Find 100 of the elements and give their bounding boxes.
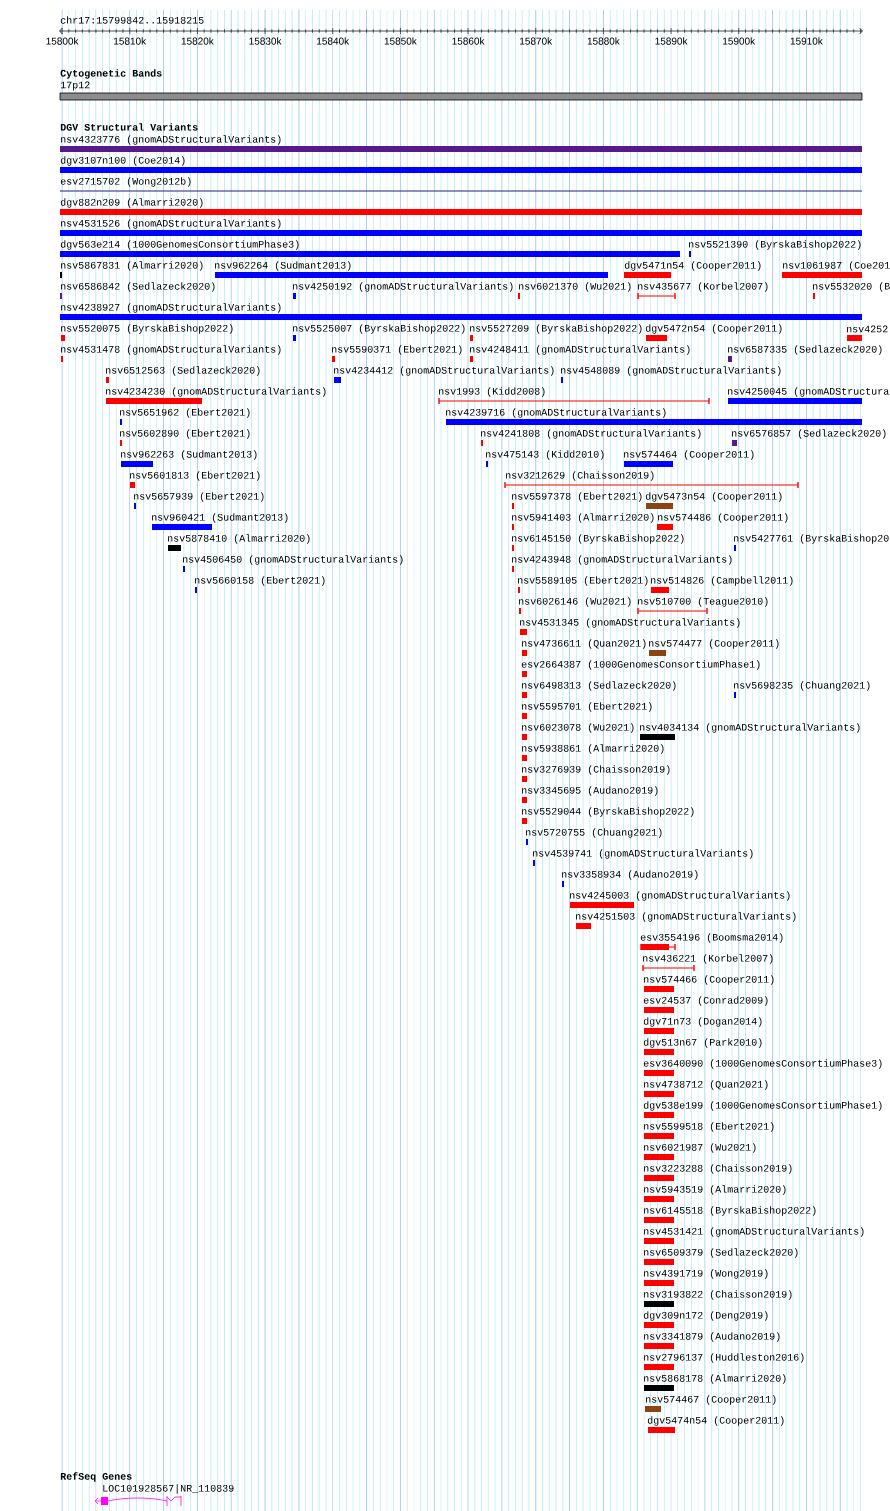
variant-label: nsv6145518 (ByrskaBishop2022) [644, 1206, 816, 1216]
tick-label: 15880k [587, 37, 620, 45]
variant-label: nsv4252 [847, 325, 888, 333]
variant-label: esv2664387 (1000GenomesConsortiumPhase1) [521, 660, 760, 670]
variant-label: nsv3276939 (Chaisson2019) [522, 765, 670, 775]
variant-label: nsv574466 (Cooper2011) [644, 975, 774, 985]
variant-label: nsv4241808 (gnomADStructuralVariants) [481, 429, 701, 439]
variant-label: nsv4506450 (gnomADStructuralVariants) [183, 555, 403, 565]
variant-label: nsv6587335 (Sedlazeck2020) [728, 345, 882, 355]
variant-label: nsv6586842 (Sedlazeck2020) [61, 282, 215, 292]
tick-label: 15830k [249, 37, 282, 45]
variant-label: dgv5473n54 (Cooper2011) [645, 492, 782, 502]
tick-label: 15910k [790, 37, 823, 45]
variant-label: nsv4548089 (gnomADStructuralVariants) [561, 366, 781, 376]
variant-label: nsv6576857 (Sedlazeck2020) [732, 429, 886, 439]
variant-label: nsv4391719 (Wong2019) [644, 1269, 768, 1279]
variant-label: nsv4234230 (gnomADStructuralVariants) [106, 387, 326, 397]
variant-label: nsv5590371 (Ebert2021) [332, 345, 462, 355]
variant-label: nsv6021987 (Wu2021) [644, 1143, 756, 1153]
variant-label: nsv5941403 (Almarri2020) [512, 513, 654, 523]
variant-label: nsv4248411 (gnomADStructuralVariants) [470, 345, 690, 355]
variant-label: nsv574467 (Cooper2011) [646, 1395, 776, 1405]
variant-label: nsv574477 (Cooper2011) [649, 639, 779, 649]
variant-label: dgv309n172 (Deng2019) [643, 1311, 768, 1321]
variant-label: nsv4531345 (gnomADStructuralVariants) [520, 618, 740, 628]
variant-label: nsv510700 (Teague2010) [638, 597, 768, 607]
variant-label: dgv5471n54 (Cooper2011) [624, 261, 761, 271]
variant-label: nsv4239716 (gnomADStructuralVariants) [446, 408, 666, 418]
tick-label: 15840k [317, 37, 350, 45]
variant-label: nsv3223288 (Chaisson2019) [644, 1164, 792, 1174]
variant-label: nsv6498313 (Sedlazeck2020) [522, 681, 676, 691]
variant-label: esv3554196 (Boomsma2014) [640, 933, 783, 943]
variant-label: nsv5651962 (Ebert2021) [120, 408, 250, 418]
region-label: chr17:15799842..15918215 [60, 16, 204, 24]
variant-label: nsv4250045 (gnomADStructura [728, 387, 889, 397]
variant-label: dgv538e199 (1000GenomesConsortiumPhase1) [643, 1101, 882, 1111]
track-title: DGV Structural Variants [60, 123, 198, 131]
variant-label: nsv960421 (Sudmant2013) [152, 513, 288, 523]
variant-label: nsv4531478 (gnomADStructuralVariants) [61, 345, 281, 355]
tick-label: 15800k [46, 37, 79, 45]
variant-label: nsv4245003 (gnomADStructuralVariants) [570, 891, 790, 901]
variant-label: nsv3345695 (Audano2019) [522, 786, 658, 796]
tick-label: 15820k [181, 37, 214, 45]
variant-label: nsv4250192 (gnomADStructuralVariants) [293, 282, 513, 292]
variant-label: nsv4736611 (Quan2021) [522, 639, 646, 649]
band-label: 17p12 [60, 81, 90, 91]
variant-label: nsv4238927 (gnomADStructuralVariants) [61, 303, 281, 313]
variant-label: dgv71n73 (Dogan2014) [643, 1017, 762, 1027]
variant-label: nsv5527209 (ByrskaBishop2022) [470, 324, 642, 334]
variant-label: nsv5868178 (Almarri2020) [644, 1374, 786, 1384]
variant-label: nsv3341879 (Audano2019) [644, 1332, 780, 1342]
variant-label: nsv5529044 (ByrskaBishop2022) [522, 807, 694, 817]
variant-label: nsv4243948 (gnomADStructuralVariants) [512, 555, 732, 565]
track-title: Cytogenetic Bands [60, 69, 162, 79]
tick-label: 15860k [452, 37, 485, 45]
variant-label: nsv4323776 (gnomADStructuralVariants) [61, 135, 281, 145]
variant-label: nsv1993 (Kidd2008) [439, 387, 545, 397]
variant-label: nsv5698235 (Chuang2021) [734, 681, 870, 691]
variant-label: dgv563e214 (1000GenomesConsortiumPhase3) [60, 240, 299, 250]
variant-label: nsv5720755 (Chuang2021) [526, 828, 662, 838]
variant-label: nsv2796137 (Huddleston2016) [644, 1353, 804, 1363]
variant-label: dgv882n209 (Almarri2020) [60, 198, 203, 208]
variant-label: nsv6512563 (Sedlazeck2020) [106, 366, 260, 376]
variant-label: esv24537 (Conrad2009) [643, 996, 768, 1006]
variant-label: nsv5943519 (Almarri2020) [644, 1185, 786, 1195]
variant-label: nsv4531421 (gnomADStructuralVariants) [644, 1227, 864, 1237]
variant-label: nsv6145150 (ByrskaBishop2022) [512, 534, 684, 544]
variant-label: nsv5601813 (Ebert2021) [130, 471, 260, 481]
variant-label: nsv4034134 (gnomADStructuralVariants) [640, 723, 860, 733]
variant-label: nsv4539741 (gnomADStructuralVariants) [533, 849, 753, 859]
variant-label: dgv513n67 (Park2010) [643, 1038, 762, 1048]
variant-label: nsv962263 (Sudmant2013) [121, 450, 257, 460]
tick-label: 15890k [655, 37, 688, 45]
variant-label: nsv5595701 (Ebert2021) [522, 702, 652, 712]
tick-label: 15870k [520, 37, 553, 45]
variant-label: nsv5525007 (ByrskaBishop2022) [293, 324, 465, 334]
tick-label: 15810k [114, 37, 147, 45]
gene-label: LOC101928567|NR_110839 [103, 1484, 234, 1494]
variant-label: nsv5602890 (Ebert2021) [120, 429, 250, 439]
variant-label: nsv574486 (Cooper2011) [658, 513, 788, 523]
variant-label: nsv514826 (Campbell2011) [651, 576, 793, 586]
variant-label: dgv5474n54 (Cooper2011) [647, 1416, 784, 1426]
variant-label: nsv5532020 (B [813, 282, 890, 292]
variant-label: nsv3193822 (Chaisson2019) [644, 1290, 792, 1300]
variant-label: nsv5657939 (Ebert2021) [134, 492, 264, 502]
variant-label: nsv3212629 (Chaisson2019) [506, 471, 654, 481]
variant-label: nsv5520075 (ByrskaBishop2022) [61, 324, 233, 334]
variant-label: nsv6509379 (Sedlazeck2020) [644, 1248, 798, 1258]
variant-label: nsv6021370 (Wu2021) [519, 282, 631, 292]
variant-label: nsv475143 (Kidd2010) [486, 450, 604, 460]
variant-label: nsv5938861 (Almarri2020) [522, 744, 664, 754]
track-title: RefSeq Genes [60, 1472, 132, 1482]
variant-label: esv2715702 (Wong2012b) [60, 177, 191, 187]
variant-label: dgv5472n54 (Cooper2011) [645, 324, 782, 334]
variant-label: nsv1061987 (Coe201 [783, 261, 890, 271]
variant-label: nsv4738712 (Quan2021) [644, 1080, 768, 1090]
variant-label: nsv4531526 (gnomADStructuralVariants) [61, 219, 281, 229]
variant-label: nsv5589105 (Ebert2021) [518, 576, 648, 586]
variant-label: nsv6023078 (Wu2021) [522, 723, 634, 733]
variant-label: nsv4234412 (gnomADStructuralVariants) [334, 366, 554, 376]
